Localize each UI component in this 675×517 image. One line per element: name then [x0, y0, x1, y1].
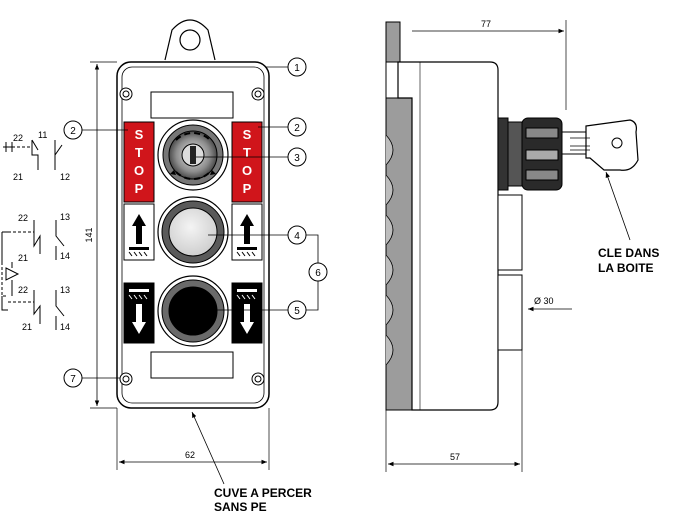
lug-hole [179, 29, 201, 51]
cle-leader [605, 171, 631, 241]
schematic-up-contact: 22 13 21 14 [1, 212, 70, 263]
dimension-key-value: 77 [481, 19, 491, 29]
stop-letter: T [243, 145, 251, 160]
white-push-button [157, 196, 229, 268]
stop-letter: O [134, 163, 144, 178]
schematic-terminal: 21 [22, 322, 32, 332]
label-frame-bottom [150, 351, 234, 379]
key-icon [570, 119, 639, 171]
screw-bottom-left [119, 372, 133, 386]
stop-letter: P [243, 181, 252, 196]
callouts: 1 2 2 3 4 5 6 7 [63, 57, 328, 388]
dimension-depth-value: 57 [450, 452, 460, 462]
side-body [397, 61, 499, 411]
dimension-hole-value: Ø 30 [534, 296, 554, 306]
stop-letter: P [135, 181, 144, 196]
dimension-width-value: 62 [185, 450, 195, 460]
dimension-height: 141 [84, 61, 117, 409]
stop-letter: O [242, 163, 252, 178]
cuve-label-line1: CUVE A PERCER [214, 486, 312, 500]
callout-number: 2 [294, 123, 300, 134]
front-view: S T O P S T O P [84, 19, 312, 514]
schematic-terminal: 12 [60, 172, 70, 182]
dimension-depth: 57 [385, 350, 523, 472]
stop-letter: S [135, 127, 144, 142]
contact-schematic: 22 11 21 12 22 13 21 14 22 1 [1, 130, 70, 332]
callout-number: 1 [294, 63, 300, 74]
cuve-label-line2: SANS PE [214, 500, 267, 514]
key-switch [157, 119, 229, 191]
stop-letter: S [243, 127, 252, 142]
schematic-terminal: 22 [18, 285, 28, 295]
dimension-height-value: 141 [84, 227, 94, 242]
interlock-symbol [5, 262, 20, 296]
screw-top-right [251, 87, 265, 101]
callout-number: 6 [315, 268, 321, 279]
cle-label-line1: CLE DANS [598, 246, 659, 260]
schematic-terminal: 21 [18, 253, 28, 263]
up-arrow-plate-left [123, 203, 155, 261]
label-frame-top [150, 91, 234, 119]
cuve-leader [191, 411, 225, 485]
dimension-width: 62 [116, 408, 270, 470]
screw-top-left [119, 87, 133, 101]
key-switch-side [497, 117, 589, 191]
schematic-terminal: 14 [60, 251, 70, 261]
dimension-hole: Ø 30 [528, 296, 572, 312]
callout-number: 4 [294, 231, 300, 242]
schematic-terminal: 13 [60, 285, 70, 295]
down-arrow-icon [240, 304, 254, 334]
black-push-button [157, 275, 229, 347]
down-arrow-plate-right [231, 282, 263, 344]
schematic-terminal: 22 [18, 213, 28, 223]
schematic-down-contact: 22 13 21 14 [1, 285, 70, 332]
up-arrow-icon [132, 214, 146, 244]
callout-number: 3 [294, 153, 300, 164]
up-arrow-plate-right [231, 203, 263, 261]
down-arrow-plate-left [123, 282, 155, 344]
callout-number: 2 [70, 126, 76, 137]
schematic-terminal: 14 [60, 322, 70, 332]
down-arrow-icon [132, 304, 146, 334]
schematic-terminal: 22 [13, 133, 23, 143]
stop-letter: T [135, 145, 143, 160]
dimension-key-projection: 77 [412, 19, 567, 110]
callout-number: 5 [294, 306, 300, 317]
callout-number: 7 [70, 374, 76, 385]
schematic-terminal: 11 [38, 130, 47, 140]
cle-label-line2: LA BOITE [598, 261, 654, 275]
stop-plate-right: S T O P [231, 121, 263, 203]
stop-plate-left: S T O P [123, 121, 155, 203]
schematic-terminal: 21 [13, 172, 23, 182]
schematic-terminal: 13 [60, 212, 70, 222]
screw-bottom-right [251, 372, 265, 386]
up-arrow-icon [240, 214, 254, 244]
side-view: 77 57 Ø 30 CLE DANS LA BOITE [385, 19, 659, 472]
schematic-stop-contact: 22 11 21 12 [3, 130, 70, 182]
